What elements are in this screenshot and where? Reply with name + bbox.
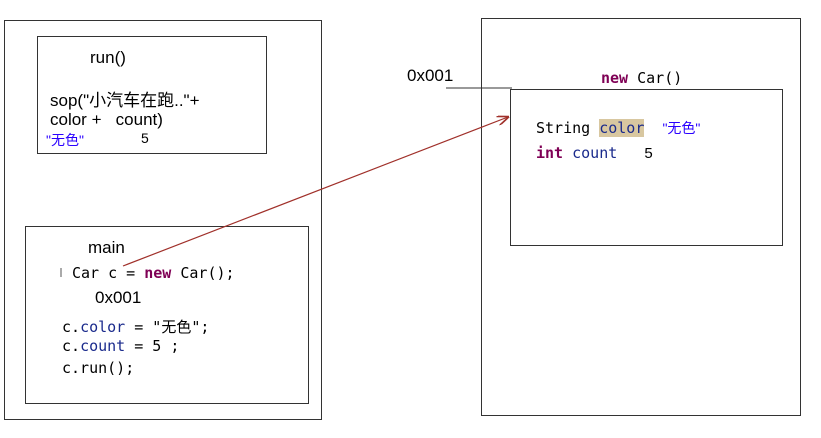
line-color-field: color	[80, 318, 126, 336]
line-count-obj: c.	[62, 337, 81, 355]
field-color-line: String color "无色"	[536, 118, 700, 138]
main-decl-line: Car c = new Car();	[72, 264, 235, 282]
field-count-type: int	[536, 144, 564, 162]
heap-new-rest: Car()	[628, 69, 683, 87]
car-object	[510, 89, 783, 246]
field-count-value: 5	[644, 145, 653, 162]
heap-new-keyword: new	[601, 69, 629, 87]
field-count-line: int count 5	[536, 144, 653, 162]
main-address: 0x001	[95, 288, 142, 307]
main-frame-title: main	[88, 238, 125, 257]
main-frame	[25, 226, 309, 404]
main-line-count: c.count = 5 ;	[62, 337, 179, 355]
decl-new-keyword: new	[144, 264, 172, 282]
line-color-obj: c.	[62, 318, 81, 336]
run-line-2: color + count)	[50, 110, 163, 129]
heap-address: 0x001	[407, 66, 454, 85]
line-count-rest: = 5 ;	[125, 337, 180, 355]
heap-object-label: new Car()	[601, 69, 682, 87]
main-line-run: c.run();	[62, 359, 135, 377]
line-color-rest: = "无色";	[125, 318, 210, 336]
field-color-value: "无色"	[662, 120, 701, 136]
field-count-name: count	[572, 144, 618, 162]
line-count-field: count	[80, 337, 126, 355]
main-line-color: c.color = "无色";	[62, 316, 209, 337]
run-line-1: sop("小汽车在跑.."+	[50, 91, 200, 110]
decl-rest: Car();	[171, 264, 235, 282]
run-value-color: "无色"	[46, 132, 84, 148]
field-color-type: String	[536, 119, 591, 137]
field-color-name: color	[599, 119, 645, 137]
decl-type: Car c =	[72, 264, 145, 282]
run-value-count: 5	[141, 130, 149, 146]
run-frame-title: run()	[90, 48, 126, 67]
